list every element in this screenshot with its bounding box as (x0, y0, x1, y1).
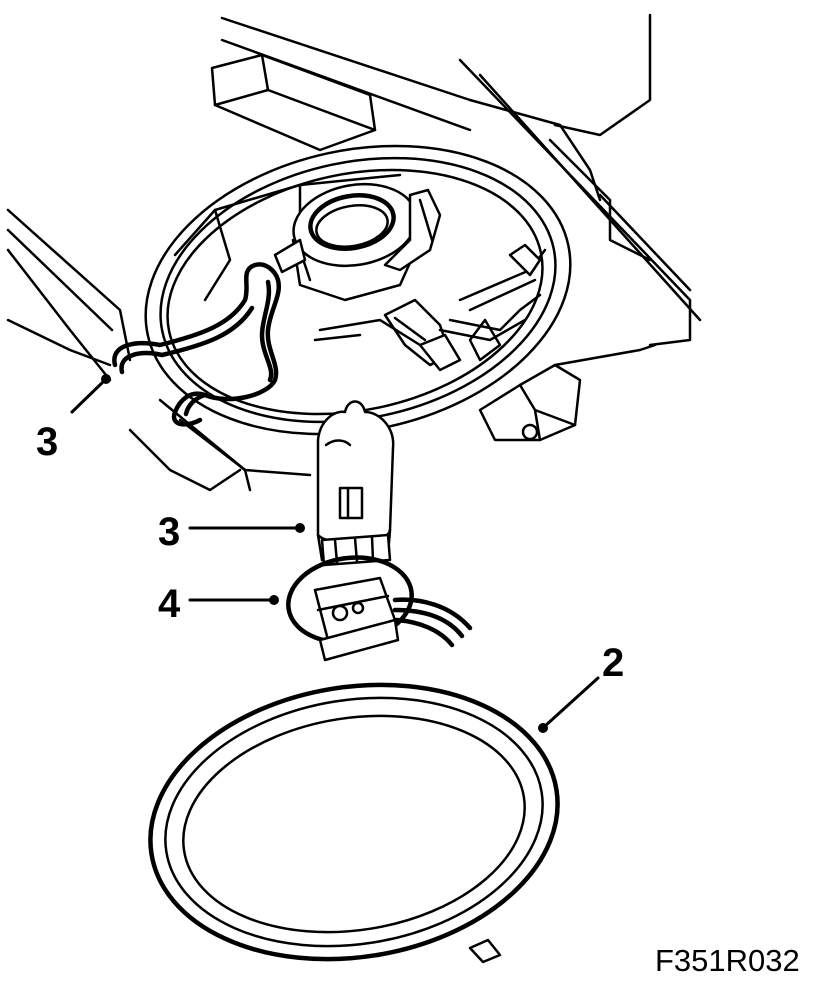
figure-code: F351R032 (655, 943, 800, 978)
callout-connector-number: 4 (158, 582, 181, 626)
callout-bulb-number: 3 (158, 510, 181, 554)
bulb-mount-opening (144, 144, 572, 436)
leader-dot-bulb (295, 523, 305, 533)
rubber-seal-gasket (148, 682, 560, 964)
headlamp-housing (6, 13, 702, 492)
leader-dot-clip (101, 374, 111, 384)
leader-dot-connector (269, 595, 279, 605)
leader-dot-seal (538, 723, 548, 733)
retaining-spring-clip (112, 262, 282, 427)
leader-lines (70, 374, 600, 733)
bulb-base-connector (286, 555, 473, 662)
callout-clip-number: 3 (36, 420, 59, 464)
callout-seal-number: 2 (602, 641, 625, 685)
halogen-bulb (316, 400, 395, 567)
